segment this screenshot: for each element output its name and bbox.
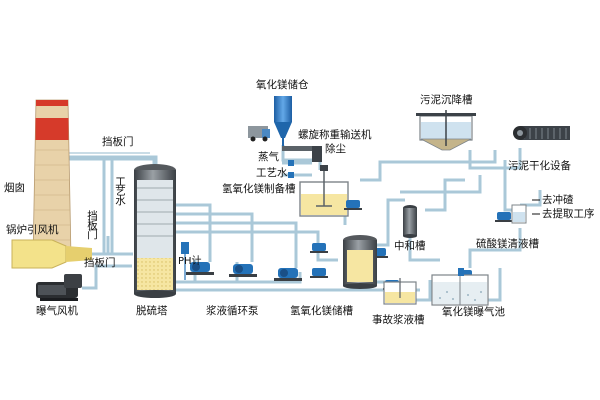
label-mgo-aeration-pool: 氧化镁曝气池: [442, 306, 505, 318]
label-mgo-silo: 氧化镁储仓: [256, 79, 309, 91]
boiler-duct-graphic: [11, 239, 92, 269]
ph-meter-graphic: [181, 242, 189, 280]
label-sludge-drying: 污泥干化设备: [508, 160, 571, 172]
valves-graphic: [288, 160, 294, 178]
label-desulfurization-tower: 脱硫塔: [136, 305, 168, 317]
label-process-water: 工艺水: [256, 167, 288, 179]
accident-tank-graphic: [383, 278, 417, 305]
label-sludge-settling-tank: 污泥沉降槽: [420, 94, 473, 106]
label-damper-mid: 挡板门: [86, 210, 98, 239]
label-to-extraction: 去提取工序: [542, 208, 595, 220]
mgoh-storage-tank-graphic: [343, 235, 377, 289]
label-aeration-fan: 曝气风机: [36, 305, 78, 317]
label-accident-tank: 事故浆液槽: [372, 314, 425, 326]
label-mgoh-prep-tank: 氢氧化镁制备槽: [222, 183, 296, 195]
label-process-water-vertical: 工艺水: [114, 176, 126, 205]
label-dust-removal: 除尘: [325, 143, 346, 155]
sludge-drying-graphic: [513, 126, 570, 140]
label-mgso4-tank: 硫酸镁清液槽: [476, 238, 539, 250]
label-boiler-fan: 锅炉引风机: [6, 224, 59, 236]
mgso4-tank-graphic: [511, 204, 527, 224]
slurry-pumps-graphic: [186, 262, 302, 281]
label-ph-meter: PH计: [178, 256, 202, 267]
label-damper-bottom: 挡板门: [84, 257, 116, 269]
aeration-fan-graphic: [36, 274, 82, 301]
output-arrows: [532, 199, 540, 215]
label-to-slag: 去冲碴: [542, 194, 574, 206]
sludge-settling-tank-graphic: [416, 110, 476, 151]
label-neutralization-tank: 中和槽: [394, 240, 426, 252]
chimney-graphic: [32, 99, 72, 259]
label-mgoh-storage-tank: 氢氧化镁储槽: [290, 305, 353, 317]
mgoh-prep-tank-graphic: [299, 165, 349, 217]
label-chimney: 烟囱: [4, 182, 25, 194]
label-damper-top: 挡板门: [102, 136, 134, 148]
label-slurry-pump: 浆液循环泵: [206, 305, 259, 317]
desulfurization-tower-graphic: [134, 164, 176, 298]
screw-conveyor-graphic: [282, 146, 322, 162]
mgo-aeration-pool-graphic: [431, 268, 489, 306]
mgo-silo-graphic: [248, 96, 292, 148]
label-steam: 蒸气: [258, 151, 279, 163]
label-screw-conveyor: 螺旋称重输送机: [298, 129, 372, 141]
neutralization-tank-graphic: [403, 205, 417, 238]
